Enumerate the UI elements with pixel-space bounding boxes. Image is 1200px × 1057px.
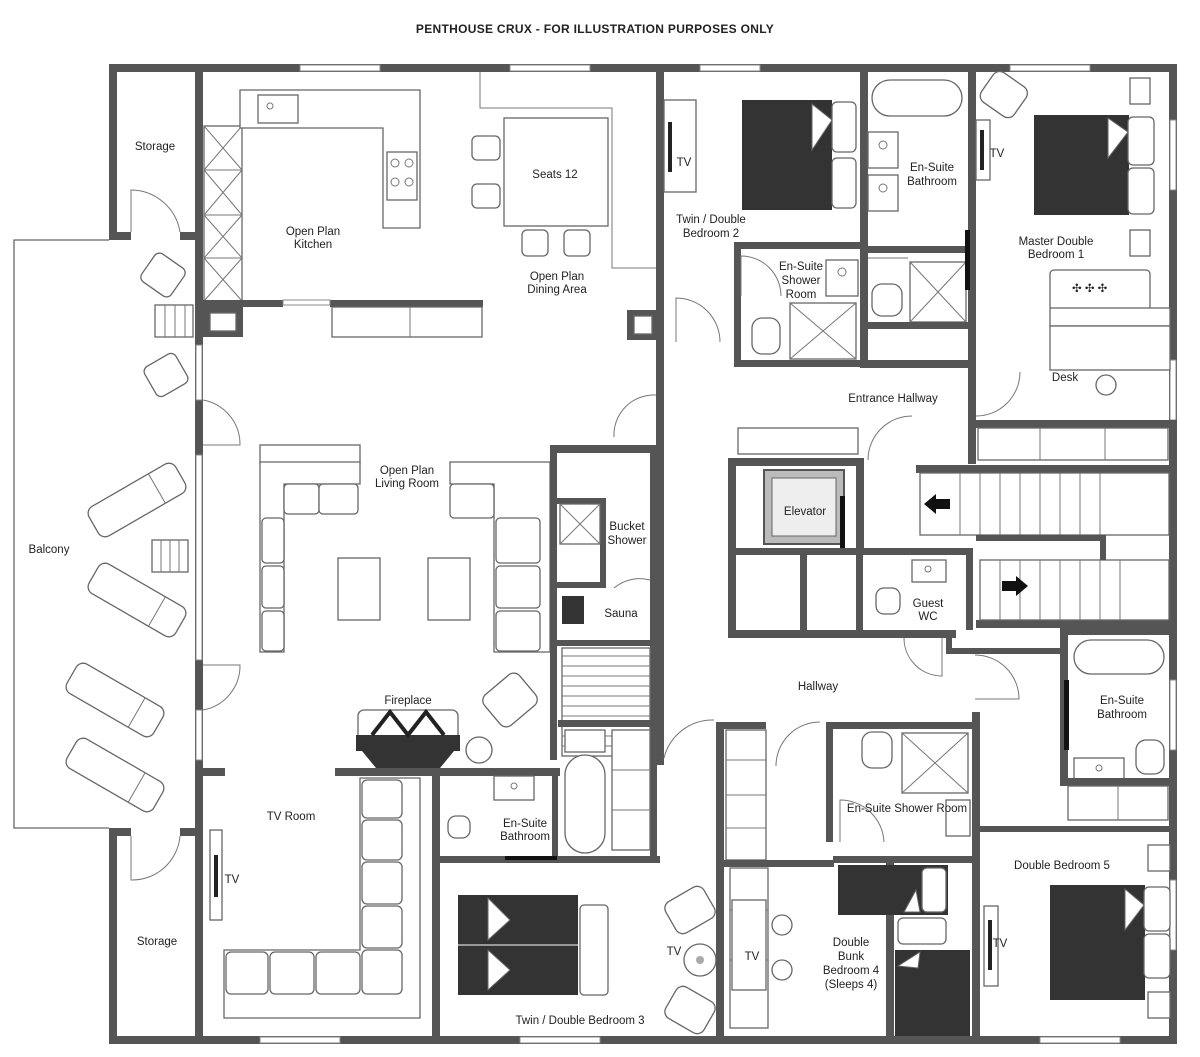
label-master-2: Bedroom 1: [1028, 249, 1084, 261]
label-bucket-2: Shower: [608, 535, 647, 547]
bedroom-3-area: [440, 720, 724, 1036]
room-labels: Storage Storage Balcony Open Plan Kitche…: [29, 141, 1147, 1027]
core-area: [728, 427, 1177, 778]
label-shower-top-1: En-Suite: [779, 261, 823, 273]
label-bed2-tv: TV: [677, 157, 692, 169]
master-bedroom-area: ✣ ✣ ✣: [860, 64, 1177, 464]
label-bucket-1: Bucket: [609, 521, 645, 533]
label-master-1: Master Double: [1019, 236, 1094, 248]
label-seats: Seats 12: [532, 169, 577, 181]
label-dining-1: Open Plan: [530, 271, 584, 283]
label-tv-room: TV Room: [267, 811, 316, 823]
living-room-area: [202, 399, 551, 768]
storage-walls: [109, 64, 203, 1044]
svg-text:✣ ✣ ✣: ✣ ✣ ✣: [1072, 283, 1108, 295]
label-bed2-2: Bedroom 2: [683, 228, 739, 240]
label-bed4-tv: TV: [745, 951, 760, 963]
bedroom-4-area: [716, 722, 976, 1036]
label-storage-top: Storage: [135, 141, 175, 153]
label-storage-bottom: Storage: [137, 936, 177, 948]
label-guest-wc-2: WC: [918, 611, 937, 623]
bedroom-5-area: [972, 639, 1177, 1036]
label-guest-wc-1: Guest: [913, 598, 944, 610]
label-bed5: Double Bedroom 5: [1014, 860, 1110, 872]
label-bath-right-2: Bathroom: [1097, 709, 1147, 721]
dining-area: [471, 64, 664, 440]
label-kitchen-2: Kitchen: [294, 239, 332, 251]
label-bed5-tv: TV: [993, 938, 1008, 950]
label-bed4-2: Bunk: [838, 951, 864, 963]
label-master-tv: TV: [990, 148, 1005, 160]
label-kitchen-1: Open Plan: [286, 226, 340, 238]
label-bath-bottom-1: En-Suite: [503, 818, 547, 830]
sauna-block: [550, 394, 661, 860]
label-bath-top-1: En-Suite: [910, 162, 954, 174]
label-elevator: Elevator: [784, 506, 826, 518]
label-tv-room-tv: TV: [225, 874, 240, 886]
label-bath-right-1: En-Suite: [1100, 695, 1144, 707]
label-bath-top-2: Bathroom: [907, 176, 957, 188]
label-fireplace: Fireplace: [384, 695, 431, 707]
plan-title: PENTHOUSE CRUX - FOR ILLUSTRATION PURPOS…: [415, 22, 775, 36]
label-entrance: Entrance Hallway: [848, 393, 938, 405]
label-shower-top-3: Room: [786, 289, 817, 301]
label-desk: Desk: [1052, 372, 1078, 384]
label-bed2-1: Twin / Double: [676, 214, 746, 226]
balcony-area: [13, 239, 203, 830]
label-sauna: Sauna: [604, 608, 638, 620]
label-bath-bottom-2: Bathroom: [500, 831, 550, 843]
label-bed3-tv: TV: [667, 946, 682, 958]
label-shower-top-2: Shower: [782, 275, 821, 287]
label-dining-2: Dining Area: [527, 284, 587, 296]
kitchen-area: [203, 89, 483, 338]
label-balcony: Balcony: [29, 544, 70, 556]
label-living-1: Open Plan: [380, 465, 434, 477]
label-hallway: Hallway: [798, 681, 839, 693]
outer-walls: [109, 64, 1177, 1044]
label-bed4-3: Bedroom 4: [823, 965, 880, 977]
label-bed4-1: Double: [833, 937, 869, 949]
label-bed4-4: (Sleeps 4): [825, 979, 878, 991]
label-bed3: Twin / Double Bedroom 3: [515, 1015, 644, 1027]
label-living-2: Living Room: [375, 478, 439, 490]
label-shower-bottom-1: En-Suite Shower Room: [847, 803, 967, 815]
bedroom-2-area: [656, 64, 868, 765]
